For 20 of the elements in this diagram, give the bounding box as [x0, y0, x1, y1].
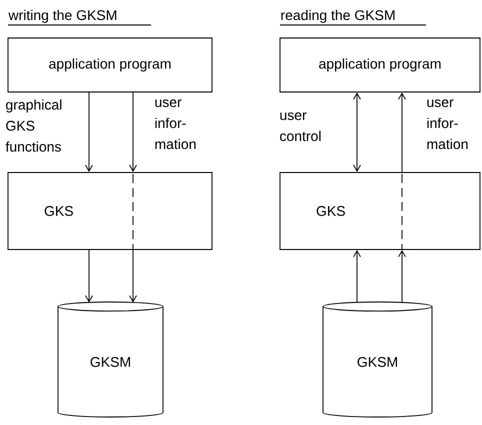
edge-label: graphical GKS functions [6, 99, 62, 152]
edge-label: user control [280, 112, 321, 142]
gks-box: GKS [280, 172, 480, 250]
arrow [353, 250, 361, 303]
arrow [398, 92, 406, 172]
storage-cylinder: GKSM [322, 302, 432, 418]
panel-title: writing the GKSM [8, 10, 152, 26]
program-box: application program [280, 38, 480, 92]
arrow [353, 92, 361, 172]
program-box: application program [8, 38, 212, 92]
storage-cylinder: GKSM [58, 302, 164, 418]
panel-title: reading the GKSM [280, 10, 426, 26]
arrow [129, 92, 137, 172]
arrow [85, 92, 93, 172]
arrow [129, 250, 137, 303]
arrow [398, 250, 406, 303]
arrow [85, 250, 93, 303]
edge-label: user infor- mation [155, 99, 196, 150]
gks-box: GKS [8, 172, 212, 250]
edge-label: user infor- mation [427, 99, 468, 150]
